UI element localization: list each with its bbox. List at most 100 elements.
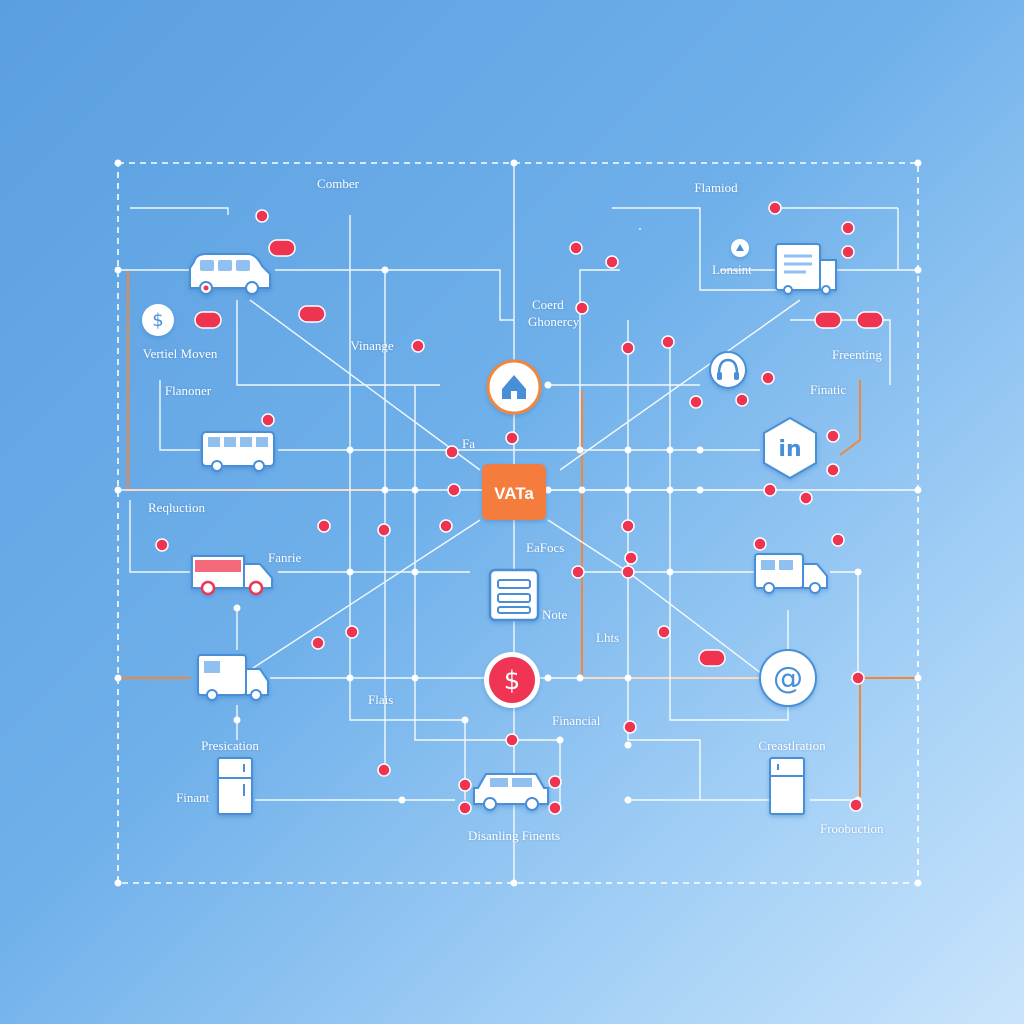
node-dot[interactable] [841, 245, 855, 259]
node-dot[interactable] [735, 393, 749, 407]
node-dot[interactable] [311, 636, 325, 650]
node-dot[interactable] [505, 733, 519, 747]
junction-dot [114, 159, 122, 167]
node-dot[interactable] [763, 483, 777, 497]
dollar-icon[interactable]: $ [484, 652, 540, 708]
node-dot[interactable] [657, 625, 671, 639]
junction-dot [854, 568, 862, 576]
delivery-van-icon[interactable] [191, 555, 273, 596]
truck-icon[interactable] [754, 553, 828, 594]
node-dot[interactable] [621, 519, 635, 533]
status-pill[interactable] [268, 239, 296, 257]
junction-dot [624, 446, 632, 454]
node-dot[interactable] [624, 551, 638, 565]
node-dot[interactable] [851, 671, 865, 685]
node-dot[interactable] [317, 519, 331, 533]
node-dot[interactable] [155, 538, 169, 552]
node-dot[interactable] [826, 463, 840, 477]
node-dot[interactable] [445, 445, 459, 459]
label-flanoner: Flanoner [164, 383, 212, 398]
car-icon[interactable] [473, 773, 549, 811]
label-vinange: Vinange [350, 338, 394, 353]
at-sign-icon[interactable]: @ [759, 649, 817, 707]
node-dot[interactable] [575, 301, 589, 315]
central-hub[interactable]: VATa [482, 464, 546, 520]
linkedin-icon[interactable]: in [763, 416, 817, 480]
warehouse-icon[interactable] [731, 239, 749, 257]
red-node-dots [155, 201, 884, 815]
node-dot[interactable] [458, 778, 472, 792]
dashed-frame [117, 162, 919, 884]
junction-dot [624, 741, 632, 749]
label-note: Note [542, 607, 568, 622]
node-dot[interactable] [605, 255, 619, 269]
node-dot[interactable] [841, 221, 855, 235]
label-finatic: Finatic [810, 382, 847, 397]
node-dot[interactable] [661, 335, 675, 349]
van-icon[interactable] [189, 253, 271, 295]
refrigerator-icon[interactable] [217, 757, 253, 815]
status-pill[interactable] [698, 649, 726, 667]
status-pill[interactable] [194, 311, 222, 329]
label-coerd: Coerd [532, 297, 564, 312]
label-presication: Presication [201, 738, 259, 753]
node-dot[interactable] [621, 565, 635, 579]
node-dot[interactable] [377, 763, 391, 777]
junction-dot [914, 674, 922, 682]
node-dot[interactable] [849, 798, 863, 812]
node-dot[interactable] [761, 371, 775, 385]
node-dot[interactable] [571, 565, 585, 579]
hub-label: VATa [494, 484, 534, 503]
node-dot[interactable] [261, 413, 275, 427]
node-dot[interactable] [689, 395, 703, 409]
junction-dot [666, 446, 674, 454]
truck-icon[interactable] [775, 243, 837, 295]
node-dot[interactable] [548, 801, 562, 815]
junction-dot [544, 381, 552, 389]
node-dot[interactable] [255, 209, 269, 223]
label-flamiod: Flamiod [694, 180, 738, 195]
junction-dot [666, 568, 674, 576]
node-dot[interactable] [623, 720, 637, 734]
node-dot[interactable] [345, 625, 359, 639]
junction-dot [576, 674, 584, 682]
node-dot[interactable] [753, 537, 767, 551]
status-pill[interactable] [814, 311, 842, 329]
junction-dot [696, 486, 704, 494]
node-dot[interactable] [439, 519, 453, 533]
label-vertiel-moven: Vertiel Moven [142, 346, 218, 361]
dollar-circle-icon[interactable]: $ [142, 304, 174, 336]
junction-dot [666, 486, 674, 494]
node-dot[interactable] [831, 533, 845, 547]
label-flais: Flais [368, 692, 394, 707]
junction-dot [624, 796, 632, 804]
node-dot[interactable] [505, 431, 519, 445]
status-pill[interactable] [856, 311, 884, 329]
status-pill[interactable] [298, 305, 326, 323]
node-dot[interactable] [548, 775, 562, 789]
node-dot[interactable] [799, 491, 813, 505]
home-icon[interactable] [486, 359, 542, 415]
bus-icon[interactable] [201, 431, 275, 472]
node-dot[interactable] [768, 201, 782, 215]
node-dot[interactable] [377, 523, 391, 537]
food-truck-icon[interactable] [197, 654, 269, 701]
node-dot[interactable] [458, 801, 472, 815]
label-reqluction: Reqluction [148, 500, 206, 515]
node-dot[interactable] [411, 339, 425, 353]
junction-dot [624, 674, 632, 682]
refrigerator-icon[interactable] [769, 757, 805, 815]
node-dot[interactable] [621, 341, 635, 355]
junction-dot [411, 674, 419, 682]
junction-dot [510, 879, 518, 887]
node-dot[interactable] [447, 483, 461, 497]
headset-icon[interactable] [709, 351, 747, 389]
junction-dot [914, 486, 922, 494]
accent-lines [118, 270, 918, 805]
node-dot[interactable] [569, 241, 583, 255]
junction-dot [576, 446, 584, 454]
document-icon[interactable] [488, 568, 540, 622]
label-comber: Comber [317, 176, 359, 191]
node-dot[interactable] [826, 429, 840, 443]
